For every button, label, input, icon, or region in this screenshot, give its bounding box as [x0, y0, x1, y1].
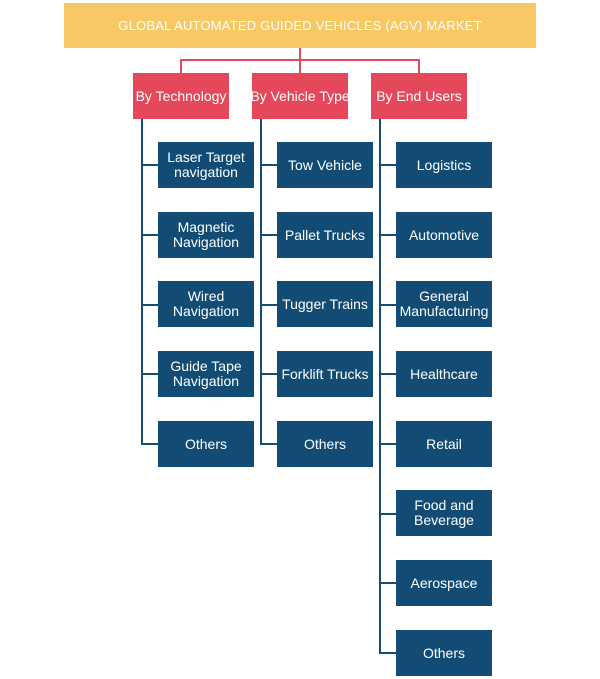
- vehicle-type-item-tow-vehicle: Tow Vehicle: [277, 142, 373, 188]
- technology-item-others: Others: [158, 421, 254, 467]
- end-users-branch: [379, 513, 396, 515]
- vehicle-type-branch: [260, 234, 277, 236]
- technology-item-guide-tape: Guide Tape Navigation: [158, 351, 254, 397]
- technology-branch: [141, 164, 158, 166]
- technology-branch: [141, 373, 158, 375]
- technology-item-laser-target: Laser Target navigation: [158, 142, 254, 188]
- end-users-branch: [379, 582, 396, 584]
- category-by-vehicle-type: By Vehicle Type: [250, 73, 350, 119]
- leaf-label: Forklift Trucks: [281, 365, 369, 382]
- vehicle-type-branch: [260, 164, 277, 166]
- leaf-label: Automotive: [408, 226, 480, 243]
- leaf-label: Magnetic Navigation: [172, 219, 240, 250]
- leaf-label: Others: [184, 435, 227, 452]
- end-users-item-automotive: Automotive: [396, 212, 492, 258]
- vehicle-type-item-tugger-trains: Tugger Trains: [277, 281, 373, 327]
- end-users-item-food-and-beverage: Food and Beverage: [396, 490, 492, 536]
- end-users-branch: [379, 443, 396, 445]
- leaf-label: Guide Tape Navigation: [170, 358, 242, 389]
- technology-item-wired: Wired Navigation: [158, 281, 254, 327]
- leaf-label: Food and Beverage: [414, 497, 474, 528]
- root-node: GLOBAL AUTOMATED GUIDED VEHICLES (AGV) M…: [64, 3, 536, 48]
- leaf-label: Healthcare: [410, 365, 478, 382]
- leaf-label: Wired Navigation: [172, 288, 240, 319]
- leaf-label: Laser Target navigation: [167, 149, 245, 180]
- end-users-branch: [379, 652, 396, 654]
- end-users-branch: [379, 234, 396, 236]
- category-by-technology: By Technology: [133, 73, 229, 119]
- technology-item-magnetic: Magnetic Navigation: [158, 212, 254, 258]
- technology-branch: [141, 234, 158, 236]
- leaf-label: Tugger Trains: [282, 295, 368, 312]
- category-label: By Technology: [135, 88, 227, 104]
- end-users-trunk: [379, 119, 381, 654]
- end-users-branch: [379, 164, 396, 166]
- technology-branch: [141, 443, 158, 445]
- technology-branch: [141, 304, 158, 306]
- vehicle-type-item-forklift-trucks: Forklift Trucks: [277, 351, 373, 397]
- end-users-item-general-manufacturing: General Manufacturing: [396, 281, 492, 327]
- end-users-item-others: Others: [396, 630, 492, 676]
- leaf-label: General Manufacturing: [399, 288, 489, 319]
- root-label: GLOBAL AUTOMATED GUIDED VEHICLES (AGV) M…: [118, 18, 482, 33]
- technology-trunk: [141, 119, 143, 445]
- leaf-label: Others: [422, 644, 465, 661]
- leaf-label: Aerospace: [410, 574, 478, 591]
- category-label: By Vehicle Type: [250, 88, 350, 104]
- vehicle-type-branch: [260, 373, 277, 375]
- end-users-branch: [379, 304, 396, 306]
- end-users-item-healthcare: Healthcare: [396, 351, 492, 397]
- end-users-item-aerospace: Aerospace: [396, 560, 492, 606]
- end-users-item-logistics: Logistics: [396, 142, 492, 188]
- category-by-end-users: By End Users: [371, 73, 467, 119]
- leaf-label: Others: [303, 435, 346, 452]
- vehicle-type-trunk: [260, 119, 262, 445]
- leaf-label: Logistics: [416, 156, 472, 173]
- end-users-item-retail: Retail: [396, 421, 492, 467]
- cat3-connector: [418, 59, 420, 73]
- leaf-label: Retail: [426, 435, 462, 452]
- vehicle-type-item-pallet-trucks: Pallet Trucks: [277, 212, 373, 258]
- leaf-label: Pallet Trucks: [284, 226, 366, 243]
- root-connector-stem: [299, 48, 301, 60]
- cat2-connector: [299, 59, 301, 73]
- category-label: By End Users: [376, 88, 462, 104]
- vehicle-type-branch: [260, 304, 277, 306]
- vehicle-type-item-others: Others: [277, 421, 373, 467]
- end-users-branch: [379, 373, 396, 375]
- cat1-connector: [180, 59, 182, 73]
- leaf-label: Tow Vehicle: [288, 156, 362, 173]
- vehicle-type-branch: [260, 443, 277, 445]
